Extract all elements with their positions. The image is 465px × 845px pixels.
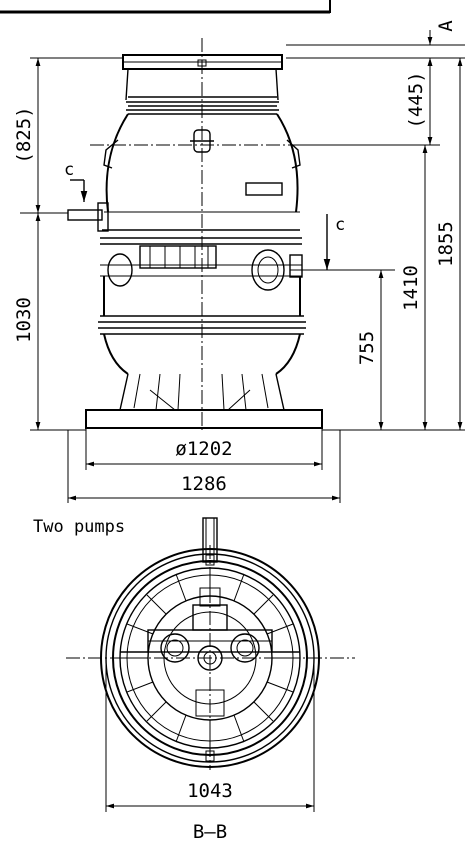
dim-A: A: [435, 20, 457, 32]
dim-445: (445): [405, 71, 427, 128]
section-label: B–B: [193, 821, 227, 843]
plan-dimensions: 1043 B–B: [105, 658, 315, 843]
section-marker-c-left: c: [64, 160, 74, 180]
dim-1030: 1030: [13, 297, 35, 343]
dim-diameter: ø1202: [175, 438, 232, 460]
dim-755: 755: [356, 331, 378, 365]
dim-1855: 1855: [435, 221, 457, 267]
dim-1043: 1043: [187, 780, 233, 802]
elevation-dimension-labels: A (445) (825) 1855 1410 1030 755 ø1202 1…: [13, 20, 457, 495]
dim-825: (825): [13, 106, 35, 163]
elevation-dimensions: [20, 30, 465, 503]
title-box-fragment: [0, 0, 331, 14]
tank-elevation: [67, 38, 323, 430]
dim-1410: 1410: [400, 265, 422, 311]
plan-title: Two pumps: [33, 517, 125, 537]
dim-width: 1286: [181, 473, 227, 495]
tank-plan-view: [66, 517, 355, 770]
section-marker-c-right: c: [335, 215, 345, 235]
